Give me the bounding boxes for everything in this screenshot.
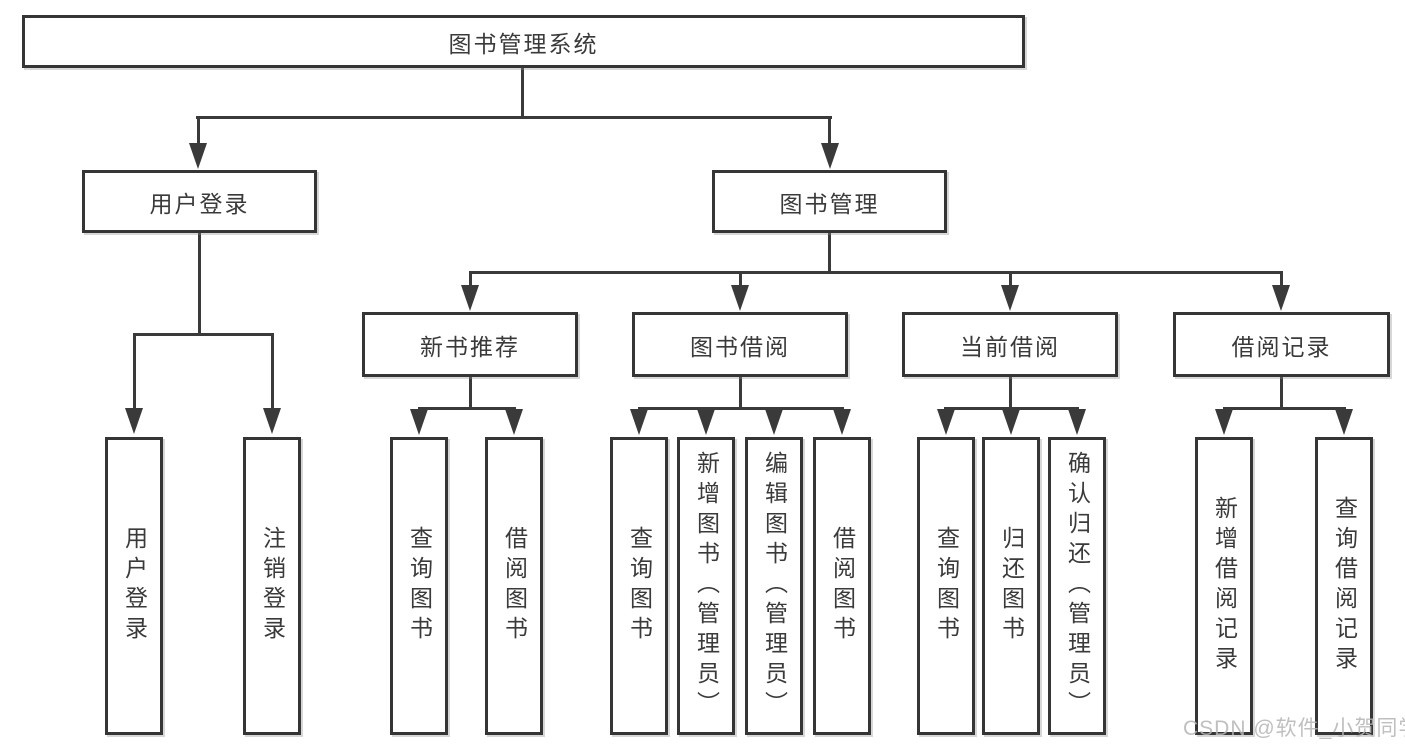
arrowhead-down-icon <box>1001 285 1019 311</box>
edge-recommend-stem <box>469 377 472 410</box>
leaf-query-borrow-record: 查询借阅记录 <box>1315 437 1373 735</box>
edge-level1-bus <box>196 116 832 119</box>
arrowhead-down-icon <box>937 409 955 435</box>
arrowhead-down-icon <box>461 285 479 311</box>
csdn-watermark: CSDN @软件_小贺同学 <box>1183 717 1405 740</box>
leaf-query-books-borrow: 查询图书 <box>610 437 668 735</box>
edge-current-bus <box>944 407 1079 410</box>
leaf-confirm-return-admin: 确认归还（管理员） <box>1048 437 1106 735</box>
edge-root-stem <box>521 68 524 117</box>
edge-stem <box>197 116 200 144</box>
leaf-query-books-current: 查询图书 <box>917 437 975 735</box>
edge-recommend-bus <box>418 407 516 410</box>
leaf-query-books-recommend: 查询图书 <box>390 437 448 735</box>
arrowhead-down-icon <box>833 409 851 435</box>
arrowhead-down-icon <box>263 408 281 434</box>
leaf-borrow-books-2: 借阅图书 <box>813 437 871 735</box>
arrowhead-down-icon <box>505 409 523 435</box>
node-borrow-records: 借阅记录 <box>1173 312 1390 377</box>
arrowhead-down-icon <box>697 409 715 435</box>
arrowhead-down-icon <box>125 408 143 434</box>
edge-borrow-stem <box>739 377 742 410</box>
arrowhead-down-icon <box>630 409 648 435</box>
arrowhead-down-icon <box>1335 409 1353 435</box>
leaf-return-book: 归还图书 <box>982 437 1040 735</box>
arrowhead-down-icon <box>189 143 207 169</box>
leaf-logout: 注销登录 <box>243 437 301 735</box>
arrowhead-down-icon <box>821 143 839 169</box>
leaf-borrow-books-recommend: 借阅图书 <box>485 437 543 735</box>
arrowhead-down-icon <box>1068 409 1086 435</box>
edge-bookmgmt-stem <box>828 233 831 274</box>
arrowhead-down-icon <box>1272 285 1290 311</box>
node-library-system: 图书管理系统 <box>22 15 1025 68</box>
edge-records-bus <box>1223 407 1346 410</box>
edge-stem <box>1280 271 1283 287</box>
arrowhead-down-icon <box>731 285 749 311</box>
edge-stem <box>469 271 472 287</box>
arrowhead-down-icon <box>1002 409 1020 435</box>
edge-stem <box>1009 271 1012 287</box>
edge-level2-bus <box>469 271 1283 274</box>
edge-stem <box>739 271 742 287</box>
edge-userlogin-stem <box>198 233 201 336</box>
node-current-borrow: 当前借阅 <box>902 312 1118 377</box>
node-new-book-recommend: 新书推荐 <box>362 312 578 377</box>
node-book-management: 图书管理 <box>712 170 947 233</box>
arrowhead-down-icon <box>410 409 428 435</box>
edge-records-stem <box>1280 377 1283 410</box>
arrowhead-down-icon <box>1215 409 1233 435</box>
edge-current-stem <box>1009 377 1012 410</box>
leaf-add-book-admin: 新增图书（管理员） <box>677 437 735 735</box>
edge-userlogin-bus <box>133 333 274 336</box>
leaf-user-login: 用户登录 <box>105 437 163 735</box>
node-user-login: 用户登录 <box>82 170 317 233</box>
edge-stem <box>828 116 831 144</box>
leaf-edit-book-admin: 编辑图书（管理员） <box>745 437 803 735</box>
arrowhead-down-icon <box>765 409 783 435</box>
edge-stem <box>271 333 274 409</box>
node-book-borrow: 图书借阅 <box>632 312 848 377</box>
leaf-add-borrow-record: 新增借阅记录 <box>1195 437 1253 735</box>
edge-stem <box>133 333 136 409</box>
edge-borrow-bus <box>638 407 844 410</box>
